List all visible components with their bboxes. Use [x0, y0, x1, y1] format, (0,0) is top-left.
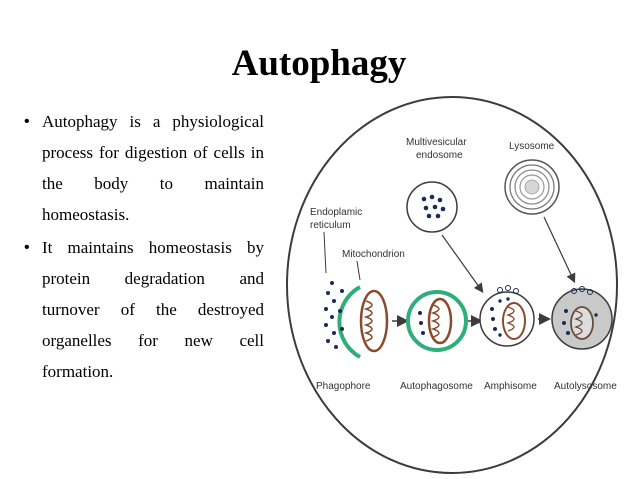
bullet-text: Autophagy is a physiological process for… — [42, 112, 264, 224]
er-pointer-line — [323, 231, 327, 274]
label-er-line2: reticulum — [310, 220, 351, 231]
label-multivesicular-line1: Multivesicular — [406, 137, 467, 148]
phagophore — [324, 281, 389, 359]
arrow-lysosome-to-autolysosome — [543, 216, 576, 284]
amphisome — [479, 285, 535, 347]
autolysosome — [551, 286, 613, 350]
bullet-item: • Autophagy is a physiological process f… — [24, 106, 264, 230]
autophagy-diagram: Multivesicular endosome Lysosome Endopla… — [282, 95, 622, 475]
multivesicular-endosome — [406, 181, 458, 233]
bullet-list: • Autophagy is a physiological process f… — [24, 106, 264, 389]
arrow-endosome-to-amphisome — [441, 234, 484, 293]
label-phagophore: Phagophore — [316, 381, 371, 392]
label-autophagosome: Autophagosome — [400, 381, 473, 392]
label-autolysosome: Autolysosome — [554, 381, 617, 392]
autophagosome — [406, 290, 468, 352]
mito-pointer-line — [356, 260, 361, 281]
label-amphisome: Amphisome — [484, 381, 537, 392]
bullet-dot-icon: • — [24, 113, 30, 130]
lysosome — [504, 159, 560, 215]
label-er-line1: Endoplamic — [310, 207, 362, 218]
bullet-dot-icon: • — [24, 239, 30, 256]
outer-cell-oval — [286, 96, 618, 474]
label-lysosome: Lysosome — [509, 141, 555, 152]
diagram-canvas: Multivesicular endosome Lysosome Endopla… — [286, 96, 618, 474]
label-multivesicular-line2: endosome — [416, 150, 463, 161]
label-mitochondrion: Mitochondrion — [342, 249, 405, 260]
bullet-text: It maintains homeostasis by protein degr… — [42, 238, 264, 381]
slide-title: Autophagy — [231, 43, 407, 84]
bullet-item: • It maintains homeostasis by protein de… — [24, 232, 264, 387]
